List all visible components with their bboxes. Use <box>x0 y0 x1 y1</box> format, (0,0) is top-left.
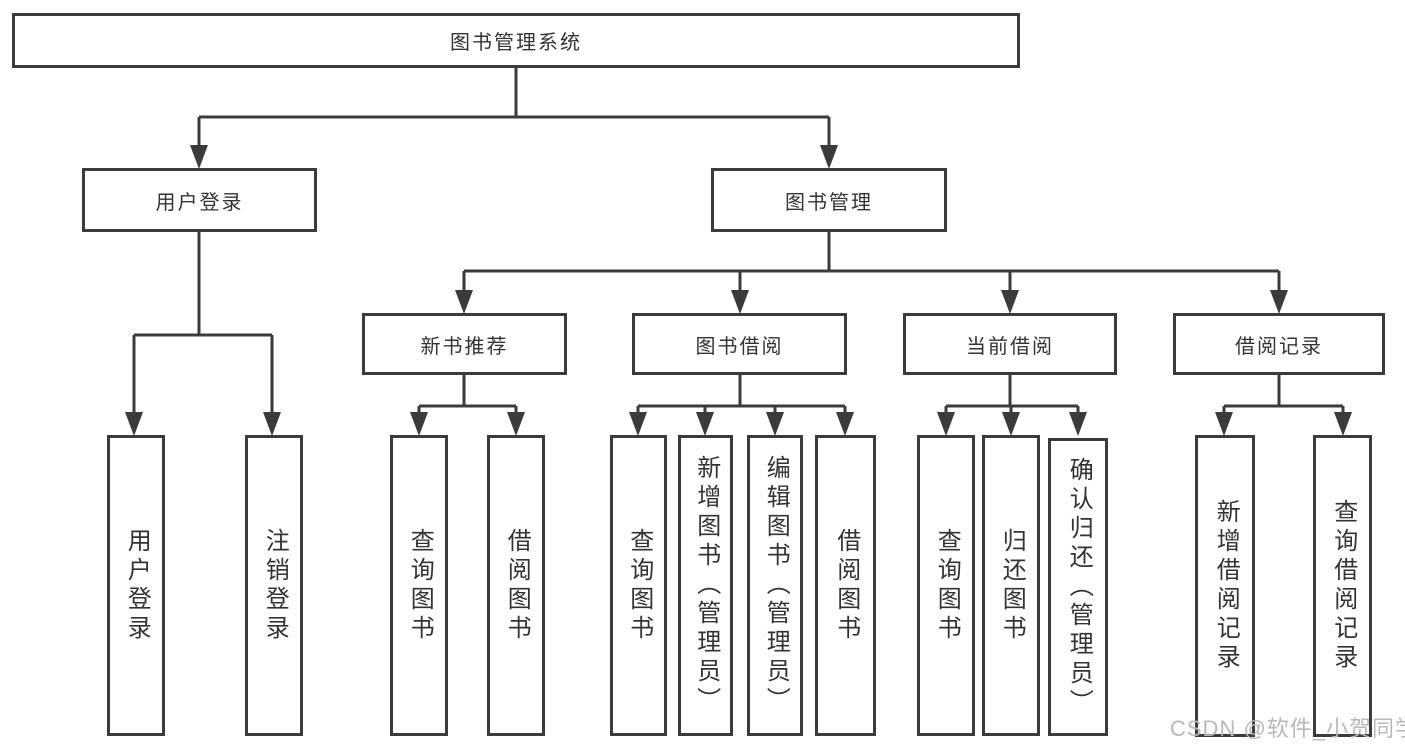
arrow-down-icon <box>766 412 784 436</box>
watermark: CSDN @软件_小贺同学 <box>1170 716 1405 741</box>
node-leaf-borrow-books-1-label: 借阅图书 <box>503 527 531 644</box>
connector-userlogin-to-leaves <box>132 232 274 414</box>
node-leaf-query-books-2: 查询图书 <box>610 435 667 736</box>
node-leaf-borrow-books-1: 借阅图书 <box>487 435 545 736</box>
node-root: 图书管理系统 <box>12 13 1020 68</box>
arrow-down-icon <box>410 412 428 436</box>
node-leaf-confirm-return-admin: 确认归还（管理员） <box>1048 438 1108 736</box>
arrow-down-icon <box>190 145 208 169</box>
node-leaf-borrow-books-2: 借阅图书 <box>815 435 876 736</box>
connector-root-to-level2 <box>197 68 831 148</box>
arrow-down-icon <box>1215 412 1233 436</box>
node-leaf-logout: 注销登录 <box>245 435 303 736</box>
node-borrow-records: 借阅记录 <box>1173 313 1385 375</box>
node-leaf-user-login-label: 用户登录 <box>123 527 151 644</box>
arrow-down-icon <box>696 412 714 436</box>
node-leaf-query-books-2-label: 查询图书 <box>625 527 653 644</box>
node-new-book-recommend: 新书推荐 <box>362 313 567 375</box>
node-user-login-label: 用户登录 <box>155 191 244 214</box>
node-user-login: 用户登录 <box>82 168 317 232</box>
node-leaf-query-books-3-label: 查询图书 <box>933 527 961 644</box>
node-book-management: 图书管理 <box>711 168 947 232</box>
arrow-down-icon <box>1270 290 1288 314</box>
node-leaf-add-borrow-record: 新增借阅记录 <box>1195 435 1255 737</box>
node-leaf-query-books-1-label: 查询图书 <box>406 527 434 644</box>
node-leaf-logout-label: 注销登录 <box>261 527 289 644</box>
arrow-down-icon <box>1334 412 1352 436</box>
arrow-down-icon <box>629 412 647 436</box>
arrow-down-icon <box>1069 412 1087 436</box>
arrow-down-icon <box>455 290 473 314</box>
node-leaf-borrow-books-2-label: 借阅图书 <box>832 527 860 644</box>
node-leaf-query-borrow-record: 查询借阅记录 <box>1313 435 1372 737</box>
arrow-down-icon <box>1002 412 1020 436</box>
node-leaf-add-book-admin-label: 新增图书（管理员） <box>692 455 720 716</box>
node-book-borrow: 图书借阅 <box>632 313 847 375</box>
node-new-book-recommend-label: 新书推荐 <box>420 335 509 358</box>
connector-bookborrow-to-leaves <box>636 375 847 414</box>
node-leaf-add-book-admin: 新增图书（管理员） <box>678 435 733 736</box>
node-leaf-query-borrow-record-label: 查询借阅记录 <box>1329 499 1357 673</box>
arrow-down-icon <box>263 412 281 436</box>
connector-currentborrow-to-leaves <box>944 375 1080 414</box>
connector-borrowrecords-to-leaves <box>1222 375 1345 414</box>
arrow-down-icon <box>125 412 143 436</box>
node-book-borrow-label: 图书借阅 <box>695 335 784 358</box>
connector-newbook-to-leaves <box>417 375 518 414</box>
node-leaf-return-books: 归还图书 <box>982 435 1040 736</box>
node-current-borrow: 当前借阅 <box>903 313 1117 375</box>
arrow-down-icon <box>836 412 854 436</box>
connector-bookmgmt-to-level3 <box>462 232 1281 292</box>
node-leaf-user-login: 用户登录 <box>107 435 165 736</box>
node-leaf-query-books-1: 查询图书 <box>390 435 448 736</box>
node-leaf-add-borrow-record-label: 新增借阅记录 <box>1212 499 1240 673</box>
node-current-borrow-label: 当前借阅 <box>966 335 1054 358</box>
arrow-down-icon <box>507 412 525 436</box>
node-root-label: 图书管理系统 <box>450 32 582 54</box>
node-book-management-label: 图书管理 <box>785 191 873 214</box>
node-leaf-edit-book-admin: 编辑图书（管理员） <box>747 435 803 736</box>
node-leaf-query-books-3: 查询图书 <box>917 435 975 736</box>
node-leaf-confirm-return-admin-label: 确认归还（管理员） <box>1065 456 1093 718</box>
arrow-down-icon <box>937 412 955 436</box>
arrow-down-icon <box>820 145 838 169</box>
arrow-down-icon <box>1001 290 1019 314</box>
arrow-down-icon <box>731 290 749 314</box>
node-leaf-edit-book-admin-label: 编辑图书（管理员） <box>762 455 790 716</box>
node-borrow-records-label: 借阅记录 <box>1235 335 1323 358</box>
node-leaf-return-books-label: 归还图书 <box>998 527 1026 644</box>
